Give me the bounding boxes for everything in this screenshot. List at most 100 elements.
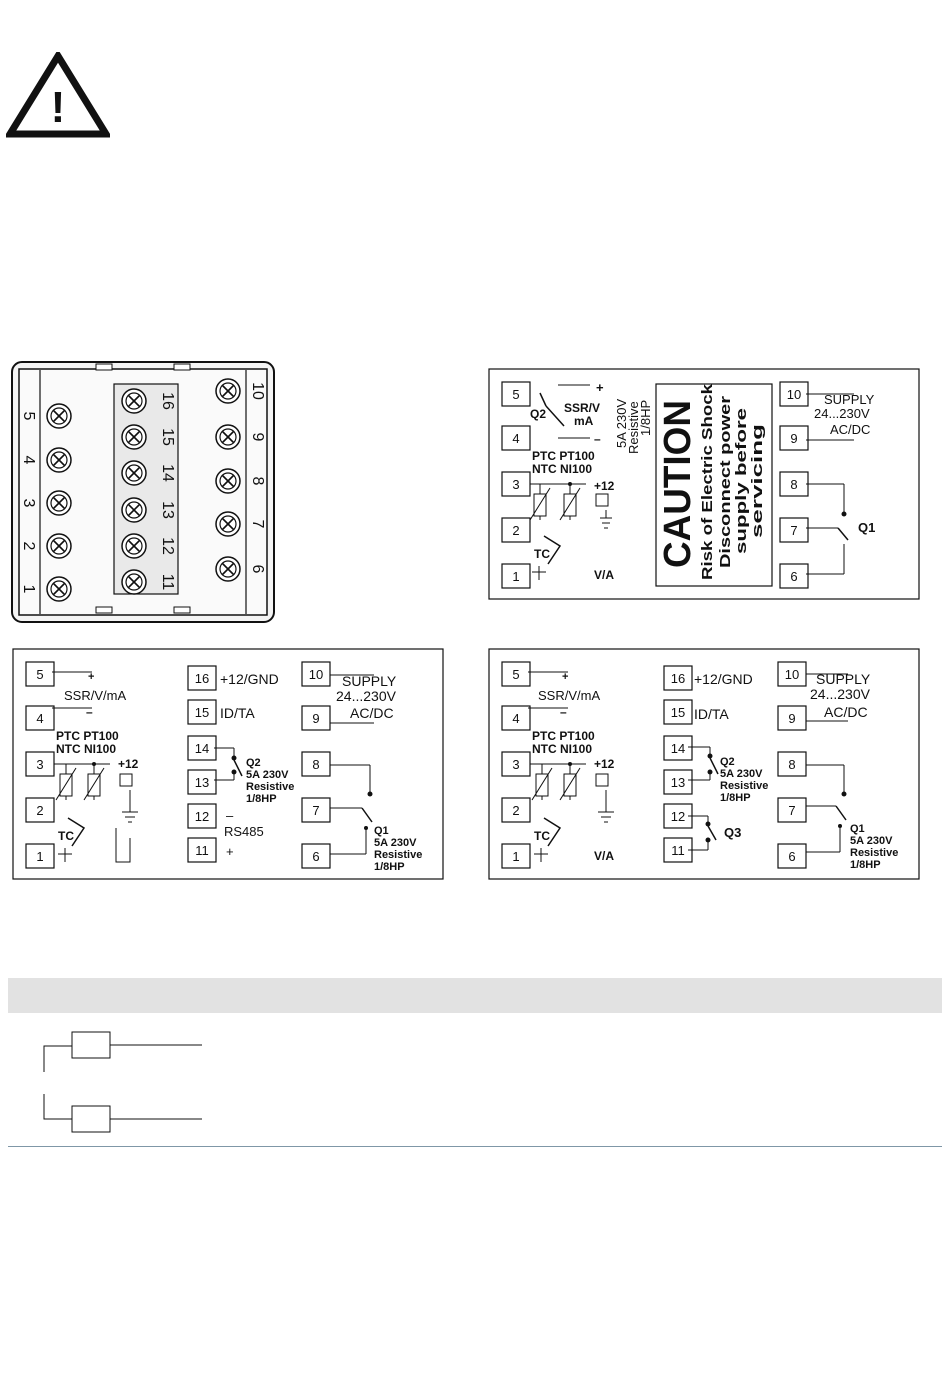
supply-label: SUPPLY (824, 392, 875, 407)
q3-terminal-14: 14 (663, 735, 693, 761)
tc-label: TC (58, 829, 74, 843)
q1-rating-2: Resistive (374, 849, 422, 861)
screw-terminal-2: 2 (20, 533, 72, 559)
sensor-label-2: NTC NI100 (532, 462, 592, 476)
caution-terminal-6: 6 (779, 563, 809, 589)
q1-rating-2: Resistive (850, 847, 898, 859)
screw-terminal-14: 14 (121, 460, 176, 486)
screw-terminal-13: 13 (121, 497, 176, 523)
caution-terminal-9: 9 (779, 425, 809, 451)
rs485-terminal-5: 5 (25, 661, 55, 687)
svg-text:4: 4 (512, 711, 519, 726)
screw-terminal-3: 3 (20, 490, 72, 516)
svg-text:13: 13 (159, 501, 176, 519)
svg-text:2: 2 (512, 803, 519, 818)
q1-rating-1: 5A 230V (374, 837, 417, 849)
tc-label: TC (534, 547, 550, 561)
svg-text:16: 16 (671, 671, 685, 686)
caution-warning-1: Risk of Electric Shock (699, 383, 716, 580)
svg-text:14: 14 (195, 741, 209, 756)
q2-rating-2: Resistive (720, 780, 768, 792)
q2-rating-2: Resistive (246, 781, 294, 793)
screw-terminal-7: 7 (215, 511, 266, 537)
ssr-minus: – (594, 432, 601, 446)
supply-voltage: 24...230V (814, 406, 870, 421)
svg-text:10: 10 (785, 667, 799, 682)
ssr-plus: + (562, 671, 568, 683)
svg-text:9: 9 (249, 433, 266, 442)
q3-terminal-10: 10 (777, 661, 807, 687)
caution-terminal-1: 1 (501, 563, 531, 589)
plus12-label: +12 (594, 479, 615, 493)
rs485-terminal-10: 10 (301, 661, 331, 687)
rs485-terminal-8: 8 (301, 751, 331, 777)
ssr-label: SSR/V/mA (538, 688, 600, 703)
rs485-terminal-3: 3 (25, 751, 55, 777)
rating-line-2: Resistive (626, 401, 641, 454)
screw-terminal-9: 9 (215, 424, 266, 450)
svg-text:12: 12 (671, 809, 685, 824)
screw-terminal-12: 12 (121, 533, 176, 559)
sensor-label-2: NTC NI100 (532, 742, 592, 756)
svg-text:11: 11 (195, 843, 209, 858)
q2-label: Q2 (720, 756, 735, 768)
q3-terminal-3: 3 (501, 751, 531, 777)
rs485-terminal-15: 15 (187, 699, 217, 725)
rating-line-3: 1/8HP (638, 400, 653, 436)
q3-terminal-2: 2 (501, 797, 531, 823)
svg-text:5: 5 (512, 387, 519, 402)
tc-label: TC (534, 829, 550, 843)
supply-voltage: 24...230V (810, 686, 871, 702)
q3-terminal-1: 1 (501, 843, 531, 869)
rs485-terminal-12: 12 (187, 803, 217, 829)
sensor-label-1: PTC PT100 (56, 729, 119, 743)
svg-text:3: 3 (36, 757, 43, 772)
sensor-label-1: PTC PT100 (532, 449, 595, 463)
screw-terminal-11: 11 (121, 569, 176, 595)
screw-terminal-4: 4 (20, 447, 72, 473)
ssr-plus: + (88, 671, 94, 683)
ssr-label: SSR/V/mA (64, 688, 126, 703)
svg-text:11: 11 (159, 574, 176, 591)
gnd-label: +12/GND (694, 671, 753, 687)
plus12-label: +12 (594, 757, 615, 771)
caution-terminal-3: 3 (501, 471, 531, 497)
acdc-label: AC/DC (824, 704, 868, 720)
warning-triangle-icon: ! (6, 52, 110, 138)
caution-warning-4: servicing (749, 424, 766, 538)
rs485-terminal-16: 16 (187, 665, 217, 691)
caution-warning-2: Disconnect power (717, 396, 734, 568)
svg-text:3: 3 (512, 757, 519, 772)
exclamation-mark: ! (51, 83, 66, 132)
svg-text:14: 14 (159, 464, 176, 482)
svg-text:16: 16 (159, 392, 176, 410)
q1-label: Q1 (850, 823, 865, 835)
svg-text:8: 8 (788, 757, 795, 772)
svg-text:15: 15 (159, 428, 176, 446)
svg-text:1: 1 (36, 849, 43, 864)
caution-title: CAUTION (657, 400, 699, 568)
svg-text:6: 6 (790, 569, 797, 584)
caution-terminal-4: 4 (501, 425, 531, 451)
svg-text:5: 5 (512, 667, 519, 682)
rs485-terminal-4: 4 (25, 705, 55, 731)
svg-text:3: 3 (20, 499, 37, 508)
svg-text:12: 12 (159, 537, 176, 555)
svg-text:5: 5 (20, 412, 37, 421)
caution-terminal-8: 8 (779, 471, 809, 497)
svg-text:9: 9 (790, 431, 797, 446)
idta-label: ID/TA (694, 706, 729, 722)
q2-rating-3: 1/8HP (720, 792, 751, 804)
q3-terminal-16: 16 (663, 665, 693, 691)
rs485-terminal-13: 13 (187, 769, 217, 795)
q1-rating-3: 1/8HP (374, 861, 405, 873)
screw-terminal-5: 5 (20, 403, 72, 429)
q1-label: Q1 (374, 825, 389, 837)
caution-terminal-7: 7 (779, 517, 809, 543)
q1-rating-3: 1/8HP (850, 859, 881, 871)
svg-text:8: 8 (249, 477, 266, 486)
rs485-terminal-7: 7 (301, 797, 331, 823)
